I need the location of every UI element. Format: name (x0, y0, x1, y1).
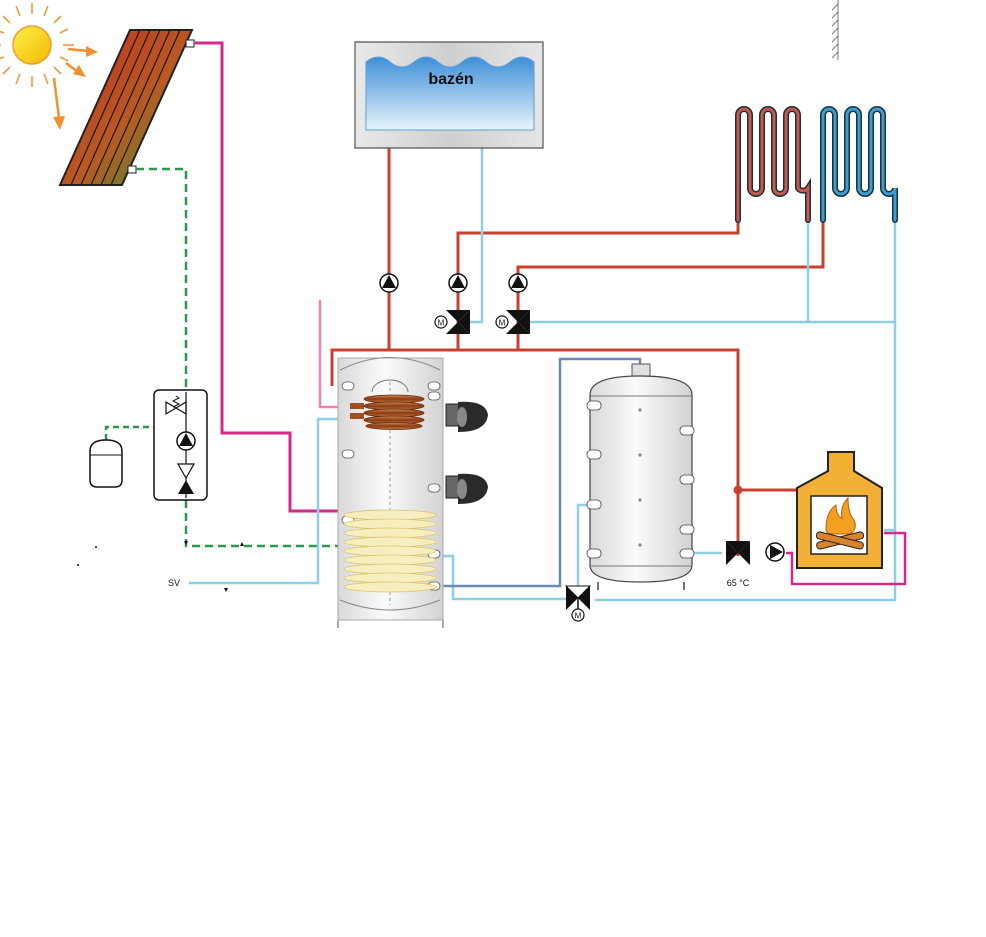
heating-pump-icon (448, 273, 468, 293)
solar-pump-station (153, 389, 208, 501)
valve-temperature-label: 65 °C (727, 578, 750, 588)
electric-heater-icon (445, 473, 488, 504)
fireplace-icon (796, 451, 883, 569)
pool-pump-icon (379, 273, 399, 293)
floor-pump-icon (508, 273, 528, 293)
three-way-valve-icon: M (495, 310, 530, 334)
electric-heater-icon (445, 401, 488, 432)
sun-icon (0, 3, 74, 87)
buffer-tank (586, 363, 695, 590)
heating-coil-icon (350, 394, 425, 430)
cold-water-label: SV (168, 578, 180, 588)
pool-label: bazén (428, 71, 473, 88)
cold-water-inlet-pipe (189, 417, 355, 585)
check-valve-icon (176, 463, 196, 494)
three-way-valve-icon: M (434, 310, 470, 334)
motor-label: M (575, 612, 582, 621)
fireplace-loop-pipe (786, 531, 907, 586)
pump-icon (176, 431, 196, 451)
buffer-connection-pipe (438, 357, 642, 588)
expansion-vessel-pipe (104, 425, 154, 440)
fireplace-pump-icon (765, 542, 785, 562)
motor-label: M (499, 319, 506, 328)
solar-collector-icon (58, 29, 195, 186)
thermostatic-valve-icon (726, 541, 750, 565)
motor-label: M (438, 319, 445, 328)
motor-icon: M (434, 315, 448, 329)
combi-storage-tank (337, 357, 444, 628)
solar-flow-pipe (194, 41, 395, 513)
return-pipes (438, 148, 897, 602)
junction-dot (733, 485, 743, 495)
pool: bazén (354, 41, 544, 149)
sun-ray-arrows (52, 46, 98, 130)
flow-markers (77, 541, 244, 592)
motor-icon: M (571, 608, 585, 622)
expansion-vessel-icon (89, 439, 123, 488)
solar-coil-icon (343, 509, 437, 593)
safety-valve-icon (165, 395, 187, 416)
wall-hatch (831, 0, 839, 60)
floor-heating-coil-icon (735, 106, 898, 223)
motor-icon: M (495, 315, 509, 329)
three-way-valve-icon: M (564, 585, 592, 622)
